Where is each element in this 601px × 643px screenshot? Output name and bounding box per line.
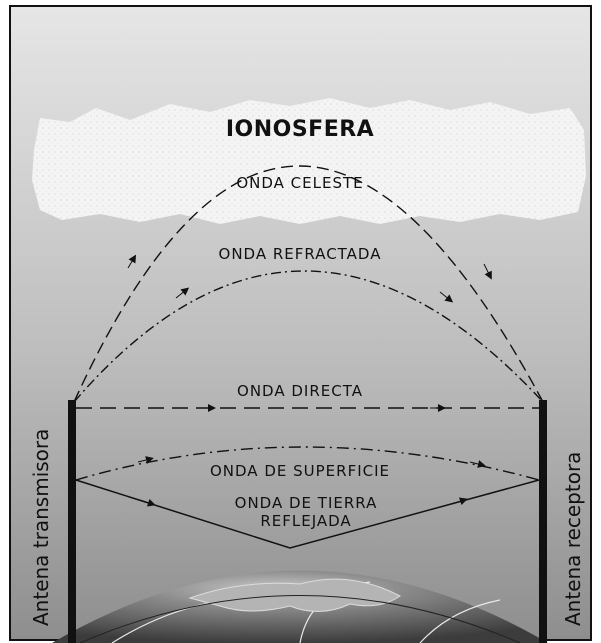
- sky-wave-path: [73, 165, 544, 403]
- surface-wave-label: ONDA DE SUPERFICIE: [210, 462, 390, 480]
- ground-reflected-label-line2: REFLEJADA: [260, 512, 351, 530]
- surface-wave-path: [75, 446, 540, 481]
- refracted-wave-arrow-right: [439, 291, 454, 303]
- refracted-wave-arrow-left: [175, 287, 190, 299]
- refracted-wave-path: [73, 270, 544, 403]
- direct-wave-label: ONDA DIRECTA: [237, 382, 363, 400]
- sky-wave-arrow-up: [127, 254, 137, 269]
- refracted-wave-label: ONDA REFRACTADA: [219, 245, 382, 263]
- ground-reflected-arrow-2: [451, 497, 468, 506]
- surface-wave-arrow-2: [469, 460, 486, 468]
- ground-reflected-arrow-1: [139, 498, 156, 507]
- surface-wave-arrow-1: [137, 456, 154, 464]
- transmitter-mast: [68, 400, 76, 643]
- receiver-label: Antena receptora: [561, 452, 585, 626]
- ground-reflected-label-line1: ONDA DE TIERRA: [235, 494, 378, 512]
- ionosphere-cloud: [32, 98, 586, 224]
- receiver-mast: [539, 400, 547, 643]
- sky-wave-label: ONDA CELESTE: [236, 174, 363, 192]
- earth-globe: [52, 570, 548, 643]
- ionosphere-title: IONOSFERA: [226, 117, 374, 142]
- sky-wave-arrow-down: [483, 263, 492, 280]
- transmitter-label: Antena transmisora: [29, 429, 53, 626]
